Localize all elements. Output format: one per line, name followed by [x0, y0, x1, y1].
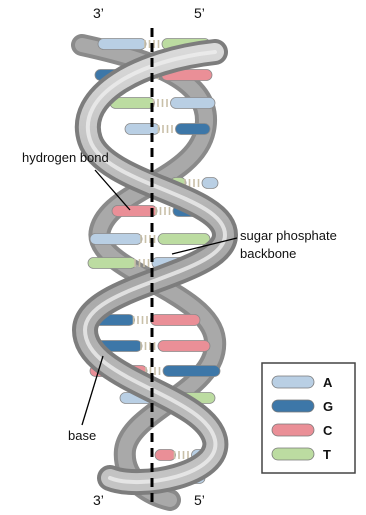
legend-swatch: [272, 376, 314, 388]
base: [125, 124, 160, 135]
backbone-label-line2: backbone: [240, 246, 296, 261]
bottom-right-end-label: 5’: [194, 492, 205, 508]
legend-item: G: [272, 399, 333, 414]
base-label: base: [68, 428, 96, 443]
base: [158, 341, 210, 352]
legend-letter: T: [323, 447, 331, 462]
backbone-label-line1: sugar phosphate: [240, 228, 337, 243]
top-left-end-label: 3’: [93, 5, 104, 21]
base: [158, 234, 210, 245]
legend-letter: C: [323, 423, 333, 438]
base: [163, 366, 220, 377]
base: [151, 315, 201, 326]
base: [90, 234, 142, 245]
base: [176, 124, 211, 135]
legend-swatch: [272, 448, 314, 460]
base-pair: [125, 124, 210, 135]
base: [202, 178, 218, 189]
legend-item: C: [272, 423, 333, 438]
legend-swatch: [272, 400, 314, 412]
top-right-end-label: 5’: [194, 5, 205, 21]
base-pair: [90, 234, 210, 245]
base: [155, 450, 176, 461]
base: [98, 39, 146, 50]
base: [112, 206, 157, 217]
legend-item: T: [272, 447, 331, 462]
base: [88, 258, 136, 269]
legend-letter: A: [323, 375, 333, 390]
legend-item: A: [272, 375, 333, 390]
legend-letter: G: [323, 399, 333, 414]
base-pair: [110, 98, 215, 109]
bottom-left-end-label: 3’: [93, 492, 104, 508]
legend-swatch: [272, 424, 314, 436]
hydrogen-bond-label: hydrogen bond: [22, 150, 109, 165]
base: [171, 98, 216, 109]
